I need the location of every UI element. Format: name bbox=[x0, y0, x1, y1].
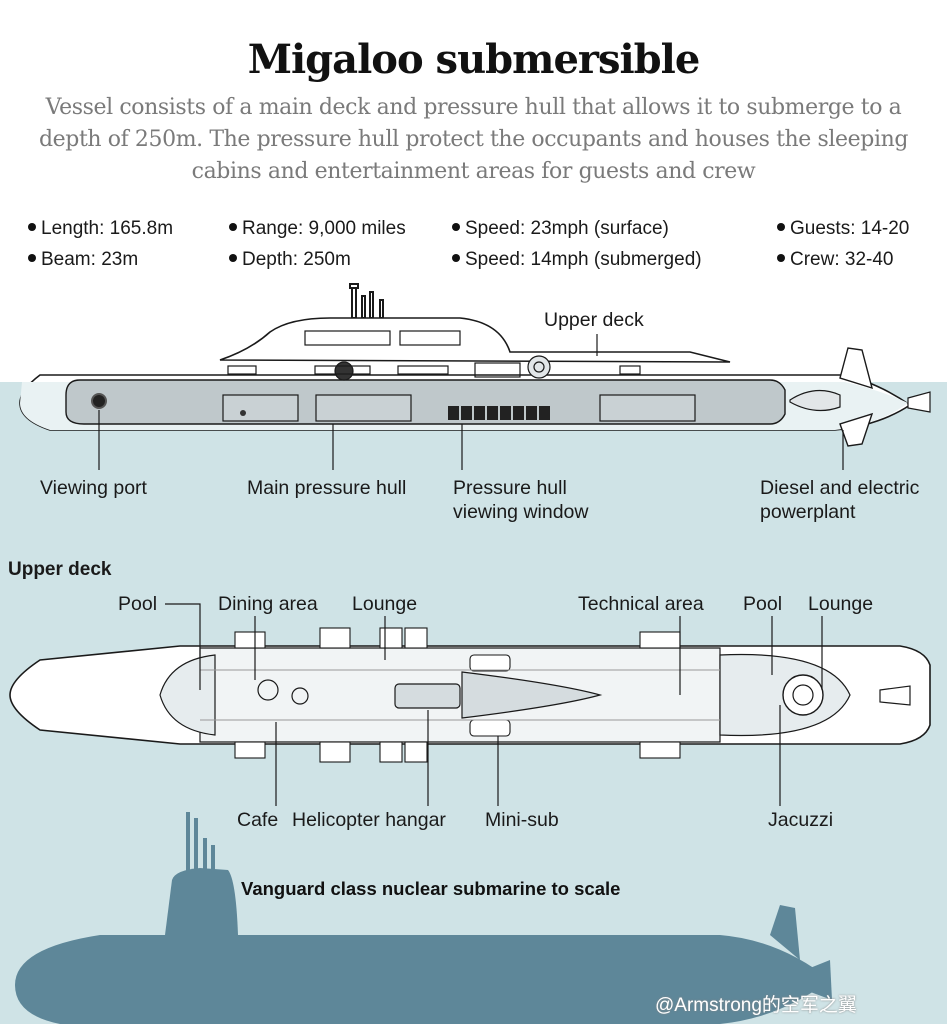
label-technical-area: Technical area bbox=[578, 593, 704, 615]
page-title: Migaloo submersible bbox=[247, 36, 701, 83]
label-vanguard: Vanguard class nuclear submarine to scal… bbox=[241, 878, 621, 899]
label-pressure-hull-line2: viewing window bbox=[453, 501, 589, 523]
vanguard-silhouette bbox=[15, 812, 832, 1024]
spec-depth: Depth: 250m bbox=[229, 249, 351, 271]
spec-beam: Beam: 23m bbox=[28, 249, 138, 271]
label-lounge-left: Lounge bbox=[352, 593, 418, 615]
label-pool-left: Pool bbox=[118, 593, 158, 615]
label-dining-area: Dining area bbox=[218, 593, 318, 615]
label-main-pressure-hull: Main pressure hull bbox=[247, 477, 407, 499]
label-pool-right: Pool bbox=[743, 593, 783, 615]
label-cafe: Cafe bbox=[237, 809, 279, 831]
section-upper-deck: Upper deck bbox=[8, 559, 112, 580]
watermark: @Armstrong的空军之翼 bbox=[655, 995, 857, 1016]
label-mini-sub: Mini-sub bbox=[485, 809, 559, 831]
spec-crew: Crew: 32-40 bbox=[777, 249, 894, 271]
label-powerplant-line2: powerplant bbox=[760, 501, 856, 523]
label-upper-deck: Upper deck bbox=[544, 309, 644, 331]
label-jacuzzi: Jacuzzi bbox=[768, 809, 834, 831]
label-pressure-hull-line1: Pressure hull bbox=[453, 477, 567, 499]
spec-length: Length: 165.8m bbox=[28, 218, 173, 240]
spec-guests: Guests: 14-20 bbox=[777, 218, 909, 240]
label-helicopter-hangar: Helicopter hangar bbox=[292, 809, 446, 831]
spec-range: Range: 9,000 miles bbox=[229, 218, 406, 240]
page-subtitle: Vessel consists of a main deck and press… bbox=[38, 95, 909, 184]
spec-speed-submerged: Speed: 14mph (submerged) bbox=[452, 249, 702, 271]
label-powerplant-line1: Diesel and electric bbox=[760, 477, 920, 499]
label-viewing-port: Viewing port bbox=[40, 477, 147, 499]
label-lounge-right: Lounge bbox=[808, 593, 874, 615]
spec-speed-surface: Speed: 23mph (surface) bbox=[452, 218, 669, 240]
